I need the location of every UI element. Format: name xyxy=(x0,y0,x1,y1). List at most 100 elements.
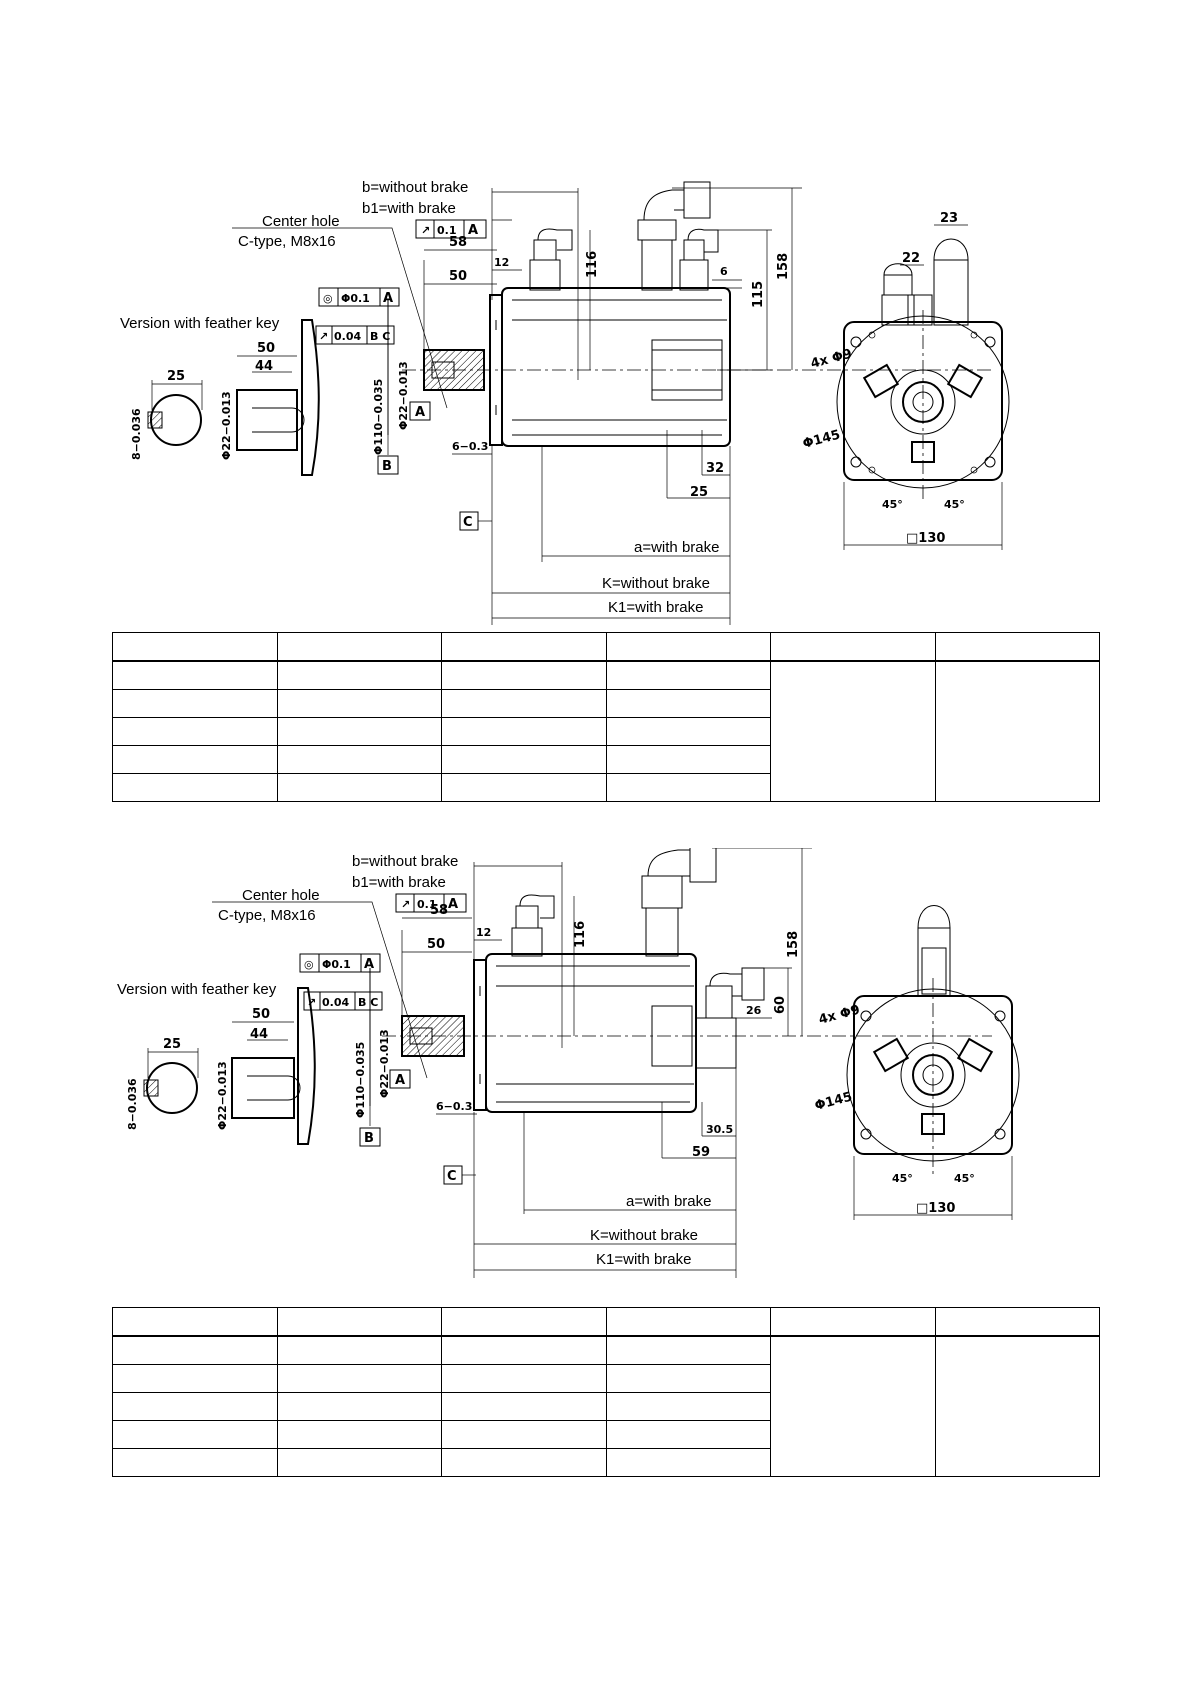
label-b1-with-brake: b1=with brake xyxy=(362,200,456,217)
drawing-canvas: b=without brake b1=with brake Center hol… xyxy=(120,179,1010,625)
svg-text:Φ22−0.013: Φ22−0.013 xyxy=(378,1029,391,1098)
label-a-with-brake: a=with brake xyxy=(634,539,719,556)
dimension-table-1 xyxy=(112,632,1100,802)
svg-text:6: 6 xyxy=(720,265,728,278)
svg-text:60: 60 xyxy=(773,996,788,1014)
svg-text:A: A xyxy=(468,223,478,238)
table-row xyxy=(112,1364,1100,1393)
tolerance-frame-concentricity-a: ◎ Φ0.1 A xyxy=(318,287,400,307)
top-dimensions: 12 116 158 115 6 xyxy=(491,187,802,380)
svg-text:12: 12 xyxy=(494,256,509,269)
svg-text:A: A xyxy=(364,957,374,972)
svg-text:C: C xyxy=(463,515,473,530)
table-row xyxy=(112,717,1100,746)
svg-text:0.04: 0.04 xyxy=(334,330,361,343)
tolerance-frame-runout-a: ↗ 0.1 A xyxy=(415,219,487,239)
svg-text:◎: ◎ xyxy=(304,958,314,971)
svg-text:Φ22−0.013: Φ22−0.013 xyxy=(220,391,233,460)
label-feather-key: Version with feather key xyxy=(117,981,277,998)
svg-text:A: A xyxy=(448,897,458,912)
svg-text:44: 44 xyxy=(250,1027,268,1042)
svg-text:25: 25 xyxy=(163,1037,181,1052)
table-row xyxy=(112,1448,1100,1477)
table-row xyxy=(112,773,1100,802)
svg-text:116: 116 xyxy=(573,921,588,948)
svg-text:8−0.036: 8−0.036 xyxy=(126,1078,139,1130)
svg-text:59: 59 xyxy=(692,1145,710,1160)
svg-text:Φ22−0.013: Φ22−0.013 xyxy=(216,1061,229,1130)
svg-text:22: 22 xyxy=(902,251,920,266)
svg-text:B: B xyxy=(364,1131,374,1146)
svg-text:0.04: 0.04 xyxy=(322,996,349,1009)
feather-key-view: 25 8−0.036 44 50 Φ22−0.013 xyxy=(130,319,320,476)
svg-text:□130: □130 xyxy=(906,531,945,546)
svg-text:115: 115 xyxy=(751,281,766,308)
table-row xyxy=(112,689,1100,718)
drawing-canvas: b=without brake b1=with brake Center hol… xyxy=(117,848,1020,1278)
svg-text:Φ110−0.035: Φ110−0.035 xyxy=(372,379,385,455)
tolerance-frame-runout-a: ↗ 0.1 A xyxy=(395,893,467,913)
svg-text:45°: 45° xyxy=(892,1172,913,1185)
table-header-row xyxy=(112,1307,1100,1337)
svg-text:6−0.3: 6−0.3 xyxy=(452,440,488,453)
label-a-with-brake: a=with brake xyxy=(626,1193,711,1210)
tolerance-frame-runout-bc: ↗ 0.04 B C xyxy=(303,991,383,1011)
label-center-hole: Center hole xyxy=(242,887,320,904)
label-center-hole: Center hole xyxy=(262,213,340,230)
svg-text:32: 32 xyxy=(706,461,724,476)
svg-text:44: 44 xyxy=(255,359,273,374)
svg-text:B C: B C xyxy=(358,996,378,1009)
table-row xyxy=(112,1420,1100,1449)
motor-drawing-with-brake-connectors-top: b=without brake b1=with brake Center hol… xyxy=(112,170,1098,625)
svg-text:25: 25 xyxy=(690,485,708,500)
svg-text:158: 158 xyxy=(786,931,801,958)
label-feather-key: Version with feather key xyxy=(120,315,280,332)
motor-front-view: 4x Φ9 Φ145 45° 45° □130 xyxy=(813,905,1020,1220)
svg-text:B C: B C xyxy=(370,330,390,343)
svg-text:B: B xyxy=(382,459,392,474)
label-k-without-brake: K=without brake xyxy=(590,1227,698,1244)
svg-text:A: A xyxy=(395,1073,405,1088)
label-center-hole-type: C-type, M8x16 xyxy=(238,233,336,250)
dimension-table-2 xyxy=(112,1307,1100,1477)
label-b1-with-brake: b1=with brake xyxy=(352,874,446,891)
label-b-without-brake: b=without brake xyxy=(362,179,468,196)
svg-text:C: C xyxy=(447,1169,457,1184)
feather-key-view: 25 8−0.036 44 50 Φ22−0.013 xyxy=(126,987,316,1145)
tolerance-frame-concentricity-a: ◎ Φ0.1 A xyxy=(299,953,381,973)
svg-text:50: 50 xyxy=(427,937,445,952)
label-center-hole-type: C-type, M8x16 xyxy=(218,907,316,924)
svg-text:Φ110−0.035: Φ110−0.035 xyxy=(354,1042,367,1118)
motor-drawing-with-side-connector: b=without brake b1=with brake Center hol… xyxy=(112,848,1098,1296)
bottom-dimensions: 32 25 xyxy=(491,430,731,625)
bottom-dimensions: 30.5 59 xyxy=(473,1068,737,1278)
svg-text:0.1: 0.1 xyxy=(417,898,437,911)
svg-text:50: 50 xyxy=(257,341,275,356)
svg-text:45°: 45° xyxy=(954,1172,975,1185)
label-k1-with-brake: K1=with brake xyxy=(596,1251,691,1268)
svg-text:◎: ◎ xyxy=(323,292,333,305)
svg-text:6−0.3: 6−0.3 xyxy=(436,1100,472,1113)
label-k1-with-brake: K1=with brake xyxy=(608,599,703,616)
table-row xyxy=(112,1335,1100,1477)
motor-shaft: 50 58 Φ110−0.035 Φ22−0.013 A B 6−0.3 C xyxy=(354,903,992,1185)
table-row xyxy=(112,1392,1100,1421)
svg-text:Φ145: Φ145 xyxy=(801,427,842,451)
svg-text:30.5: 30.5 xyxy=(706,1123,733,1136)
svg-text:116: 116 xyxy=(585,251,600,278)
center-hole-leader xyxy=(232,227,448,409)
label-k-without-brake: K=without brake xyxy=(602,575,710,592)
svg-text:8−0.036: 8−0.036 xyxy=(130,408,143,460)
svg-text:↗: ↗ xyxy=(421,224,430,237)
svg-text:↗: ↗ xyxy=(319,330,328,343)
motor-body-side-view xyxy=(473,848,765,1113)
svg-text:Φ145: Φ145 xyxy=(813,1089,854,1113)
top-dimensions: 12 116 158 60 26 xyxy=(473,848,812,1048)
table-row xyxy=(112,660,1100,802)
svg-text:Φ22−0.013: Φ22−0.013 xyxy=(397,361,410,430)
motor-front-view: 23 22 4x Φ9 Φ145 45° 45° □130 xyxy=(801,211,1010,550)
svg-text:0.1: 0.1 xyxy=(437,224,457,237)
svg-text:158: 158 xyxy=(776,253,791,280)
motor-shaft: 50 58 Φ110−0.035 Φ22−0.013 A B 6−0.3 C xyxy=(372,235,992,531)
svg-text:45°: 45° xyxy=(882,498,903,511)
